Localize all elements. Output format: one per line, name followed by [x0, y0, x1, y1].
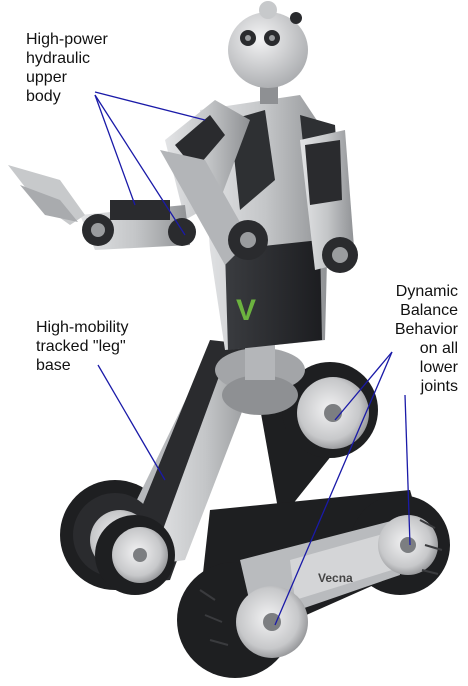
middle-track — [95, 340, 260, 595]
label-line: lower — [419, 359, 458, 376]
label-line: body — [26, 88, 61, 105]
leader-upper-body-torso — [94, 91, 206, 121]
label-line: High-power — [26, 31, 108, 48]
label-balance: Dynamic Balance Behavior on all lower jo… — [395, 282, 458, 396]
leader-leg-base — [97, 364, 166, 481]
leader-upper-body-left-arm — [94, 94, 136, 206]
label-upper-body: High-power hydraulic upper body — [26, 30, 108, 106]
label-line: High-mobility — [36, 319, 129, 336]
label-line: joints — [420, 378, 458, 395]
leader-balance-front-wheel — [274, 351, 393, 626]
front-track — [177, 490, 450, 678]
leader-lines — [94, 91, 411, 626]
label-line: tracked "leg" — [36, 338, 126, 355]
label-leg-base: High-mobility tracked "leg" base — [36, 318, 128, 375]
label-line: upper — [26, 69, 67, 86]
leader-upper-body-forearm — [94, 94, 186, 236]
track-logo: Vecna — [318, 571, 353, 585]
label-line: Dynamic — [395, 283, 458, 300]
label-line: on all — [419, 340, 458, 357]
leader-balance-rear-wheel — [334, 351, 393, 421]
label-line: hydraulic — [26, 50, 91, 67]
label-line: base — [36, 357, 71, 374]
right-arm — [300, 130, 358, 273]
leader-balance-right-wheel — [404, 394, 411, 546]
label-line: Behavior — [394, 321, 458, 338]
head — [228, 1, 308, 104]
chest-logo: V — [236, 294, 256, 327]
left-arm — [8, 100, 268, 265]
label-line: Balance — [400, 302, 458, 319]
